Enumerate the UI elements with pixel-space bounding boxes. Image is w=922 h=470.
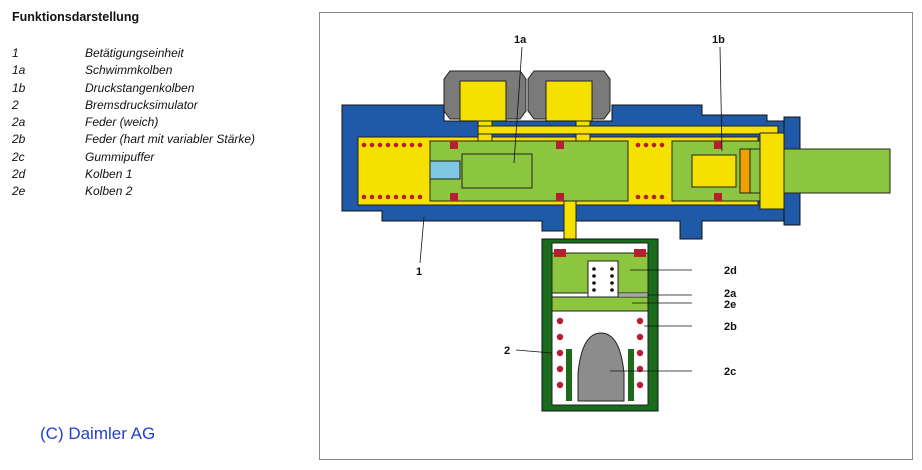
legend-text: Gummipuffer bbox=[85, 149, 155, 164]
callout-1: 1 bbox=[416, 266, 422, 278]
callout-2d: 2d bbox=[724, 265, 737, 277]
leader-lines bbox=[419, 46, 723, 372]
legend-item: 1 Betätigungseinheit bbox=[12, 45, 255, 62]
legend-code: 2d bbox=[12, 167, 26, 182]
fluid-channel bbox=[477, 125, 779, 135]
pushrod-guide bbox=[759, 132, 785, 210]
legend-item: 1a Schwimmkolben bbox=[12, 62, 255, 79]
legend-text: Schwimmkolben bbox=[85, 63, 173, 78]
legend-text: Bremsdrucksimulator bbox=[85, 97, 198, 112]
legend-item: 2e Kolben 2 bbox=[12, 183, 255, 200]
simulator-inner-chamber bbox=[587, 260, 619, 302]
legend-item: 2c Gummipuffer bbox=[12, 149, 255, 166]
callout-2b: 2b bbox=[724, 321, 737, 333]
legend-item: 2d Kolben 1 bbox=[12, 166, 255, 183]
copyright-notice: (C) Daimler AG bbox=[40, 424, 156, 443]
reservoir-neck-left bbox=[459, 80, 507, 122]
legend-code: 1a bbox=[12, 63, 26, 78]
legend-item: 1b Druckstangenkolben bbox=[12, 80, 255, 97]
legend-list: 1 Betätigungseinheit 1a Schwimmkolben 1b Dr… bbox=[12, 45, 255, 201]
hard-spring bbox=[556, 317, 644, 389]
spring-guide-left bbox=[429, 160, 461, 180]
legend-text: Feder (hart mit variabler Stärke) bbox=[85, 132, 256, 147]
seal bbox=[556, 141, 564, 149]
legend-text: Betätigungseinheit bbox=[85, 46, 184, 60]
legend-item: 2 Bremsdrucksimulator bbox=[12, 97, 255, 114]
pushrod-collar bbox=[739, 148, 751, 194]
rubber-buffer bbox=[577, 332, 625, 402]
legend-code: 2 bbox=[12, 97, 19, 112]
legend-code: 2c bbox=[12, 149, 25, 164]
brake-unit-diagram: 1a 1b 1 2d 2a 2e 2b 2 2c bbox=[341, 34, 891, 412]
floating-piston-stem bbox=[461, 153, 533, 189]
seal bbox=[450, 141, 458, 149]
callout-2e: 2e bbox=[724, 299, 736, 311]
seal bbox=[714, 193, 722, 201]
legend-text: Kolben 2 bbox=[85, 184, 133, 199]
callout-2a: 2a bbox=[724, 288, 737, 300]
legend-item: 2b Feder (hart mit variabler Stärke) bbox=[12, 131, 255, 148]
legend-code: 2b bbox=[12, 132, 26, 147]
seal bbox=[714, 141, 722, 149]
legend-code: 1b bbox=[12, 80, 26, 95]
callout-1b: 1b bbox=[712, 34, 725, 46]
simulator-feed-passage bbox=[563, 200, 577, 244]
simulator-seal bbox=[554, 249, 566, 257]
legend-text: Kolben 1 bbox=[85, 167, 133, 182]
seal bbox=[556, 193, 564, 201]
simulator-piston-2 bbox=[551, 296, 649, 312]
soft-spring bbox=[592, 267, 614, 292]
diagram-frame: 1a 1b 1 2d 2a 2e 2b 2 2c bbox=[319, 12, 913, 460]
pushrod-piston-core bbox=[691, 154, 737, 188]
buffer-guide-right bbox=[628, 349, 634, 401]
diagram-title: Funktionsdarstellung bbox=[12, 10, 140, 24]
legend-code: 1 bbox=[12, 46, 19, 60]
legend-item: 2a Feder (weich) bbox=[12, 114, 255, 131]
spring-left bbox=[361, 142, 423, 200]
reservoir-neck-right bbox=[545, 80, 593, 122]
simulator-seal bbox=[634, 249, 646, 257]
legend-text: Druckstangenkolben bbox=[85, 80, 195, 95]
callout-1a: 1a bbox=[514, 34, 527, 46]
legend-code: 2a bbox=[12, 115, 26, 130]
legend-code: 2e bbox=[12, 184, 26, 199]
callout-2c: 2c bbox=[724, 366, 736, 378]
callout-2: 2 bbox=[504, 345, 510, 357]
buffer-guide-left bbox=[566, 349, 572, 401]
seal bbox=[450, 193, 458, 201]
spring-middle bbox=[635, 142, 665, 200]
legend-text: Feder (weich) bbox=[85, 115, 159, 130]
